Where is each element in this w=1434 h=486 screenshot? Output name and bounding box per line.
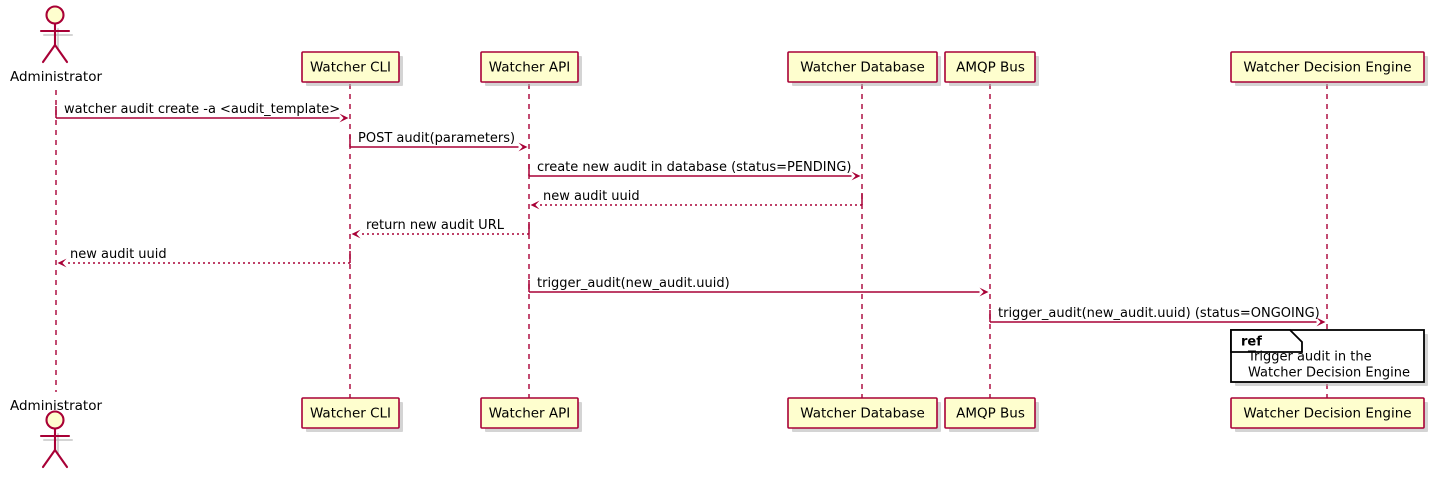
participant-watcher-decision-engine-top[interactable]: Watcher Decision Engine [1230, 51, 1428, 86]
participant-label: Watcher CLI [310, 60, 391, 76]
participant-watcher-api-top[interactable]: Watcher API [480, 51, 582, 86]
actor-label-bottom: Administrator [10, 398, 102, 414]
participant-watcher-api-bottom[interactable]: Watcher API [480, 397, 582, 432]
participant-label: Watcher Decision Engine [1243, 60, 1411, 76]
message-arrowhead [351, 229, 361, 239]
participant-box [480, 51, 579, 83]
participant-label: Watcher Database [800, 406, 925, 422]
actor-leg-left-icon-bottom [41, 448, 57, 469]
messages-group: watcher audit create -a <audit_template>… [55, 102, 1326, 327]
message-0[interactable]: watcher audit create -a <audit_template> [55, 102, 349, 123]
ref-fragment-trigger-audit[interactable]: ref Trigger audit in the Watcher Decisio… [1230, 329, 1428, 386]
message-arrowhead [518, 142, 528, 152]
message-arrowhead [339, 113, 349, 123]
actor-head-icon [45, 5, 65, 25]
participant-box [480, 397, 579, 429]
message-arrowhead [530, 200, 540, 210]
message-1[interactable]: POST audit(parameters) [349, 131, 528, 152]
message-label: create new audit in database (status=PEN… [537, 160, 852, 175]
message-3[interactable]: new audit uuid [530, 189, 863, 210]
message-arrowhead [851, 171, 861, 181]
message-6[interactable]: trigger_audit(new_audit.uuid) [528, 276, 989, 297]
lifelines-group [55, 84, 1328, 398]
participant-watcher-cli-bottom[interactable]: Watcher CLI [301, 397, 403, 432]
participant-label: Watcher CLI [310, 406, 391, 422]
participant-label: Watcher API [489, 406, 571, 422]
message-7[interactable]: trigger_audit(new_audit.uuid) (status=ON… [989, 306, 1326, 327]
participant-label: Watcher API [489, 60, 571, 76]
participant-label: AMQP Bus [956, 406, 1025, 422]
message-label: return new audit URL [366, 218, 505, 233]
participant-watcher-database-top[interactable]: Watcher Database [787, 51, 941, 86]
actor-shadow-top [42, 27, 74, 50]
participant-watcher-decision-engine-bottom[interactable]: Watcher Decision Engine [1230, 397, 1428, 432]
message-label: new audit uuid [543, 189, 640, 204]
participant-box [1230, 51, 1425, 83]
participant-label: Watcher Database [800, 60, 925, 76]
ref-fragment-tab-label: ref [1241, 335, 1262, 350]
actor-leg-left-icon [41, 43, 57, 64]
message-label: trigger_audit(new_audit.uuid) [537, 276, 730, 291]
message-arrowhead [979, 287, 989, 297]
message-5[interactable]: new audit uuid [57, 247, 351, 268]
ref-fragment-line-2: Watcher Decision Engine [1248, 366, 1410, 381]
actor-leg-right-icon-bottom [53, 448, 69, 469]
actor-label-top: Administrator [10, 69, 102, 85]
participant-box [944, 51, 1036, 83]
actor-administrator-top[interactable]: Administrator [10, 5, 102, 86]
message-label: POST audit(parameters) [358, 131, 515, 146]
message-4[interactable]: return new audit URL [351, 218, 530, 239]
participant-box [1230, 397, 1425, 429]
message-2[interactable]: create new audit in database (status=PEN… [528, 160, 861, 181]
message-label: trigger_audit(new_audit.uuid) (status=ON… [998, 306, 1320, 321]
actor-administrator-bottom[interactable]: Administrator [10, 398, 102, 469]
participant-box [787, 51, 938, 83]
participant-box [787, 397, 938, 429]
message-label: new audit uuid [70, 247, 167, 262]
participant-watcher-database-bottom[interactable]: Watcher Database [787, 397, 941, 432]
message-arrowhead [57, 258, 67, 268]
participant-box [301, 397, 400, 429]
participant-box [301, 51, 400, 83]
message-label: watcher audit create -a <audit_template> [64, 102, 340, 117]
actor-head-icon-bottom [45, 410, 65, 430]
ref-fragment-tab [1230, 329, 1303, 353]
message-arrowhead [1316, 317, 1326, 327]
ref-fragment-line-1: Trigger audit in the [1247, 350, 1372, 365]
actor-shadow-bottom [42, 432, 74, 455]
participant-amqp-bus-top[interactable]: AMQP Bus [944, 51, 1039, 86]
participant-box [944, 397, 1036, 429]
actor-leg-right-icon [53, 43, 69, 64]
participant-label: Watcher Decision Engine [1243, 406, 1411, 422]
participant-label: AMQP Bus [956, 60, 1025, 76]
participant-watcher-cli-top[interactable]: Watcher CLI [301, 51, 403, 86]
participant-amqp-bus-bottom[interactable]: AMQP Bus [944, 397, 1039, 432]
